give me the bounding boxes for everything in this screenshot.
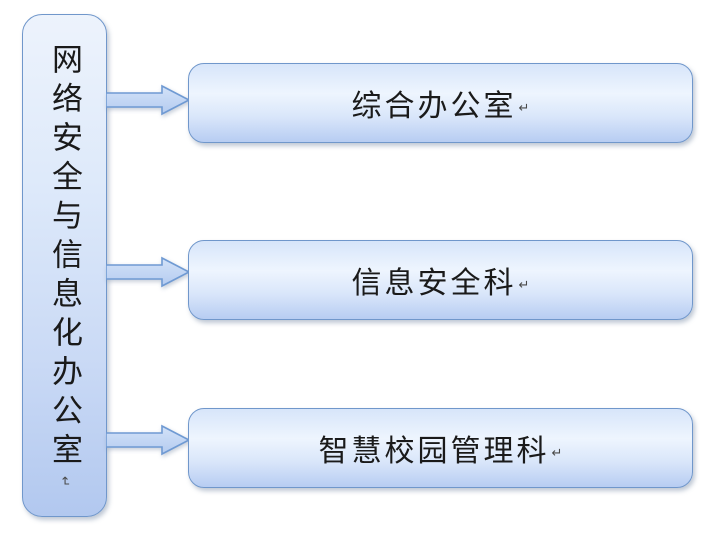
branch-node-smart-campus[interactable]: 智慧校园管理科 ↵ bbox=[188, 408, 693, 488]
root-node-box[interactable]: 网络安全与信息化办公室 ↵ bbox=[22, 14, 107, 517]
connector-arrow-2[interactable] bbox=[106, 255, 190, 289]
branch-node-information-security[interactable]: 信息安全科 ↵ bbox=[188, 240, 693, 320]
branch-node-label: 智慧校园管理科 bbox=[318, 435, 550, 468]
connector-arrow-3[interactable] bbox=[106, 423, 190, 457]
right-arrow-icon bbox=[106, 424, 190, 456]
right-arrow-icon bbox=[106, 256, 190, 288]
root-node-label: 网络安全与信息化办公室 bbox=[47, 42, 82, 472]
paragraph-mark-icon: ↵ bbox=[551, 445, 563, 461]
right-arrow-icon bbox=[106, 84, 190, 116]
paragraph-mark-icon: ↵ bbox=[57, 475, 72, 487]
branch-node-label: 信息安全科 bbox=[351, 267, 517, 300]
connector-arrow-1[interactable] bbox=[106, 83, 190, 117]
paragraph-mark-icon: ↵ bbox=[518, 277, 530, 293]
branch-node-general-office[interactable]: 综合办公室 ↵ bbox=[188, 63, 693, 143]
paragraph-mark-icon: ↵ bbox=[518, 100, 530, 116]
branch-node-label: 综合办公室 bbox=[351, 90, 517, 123]
